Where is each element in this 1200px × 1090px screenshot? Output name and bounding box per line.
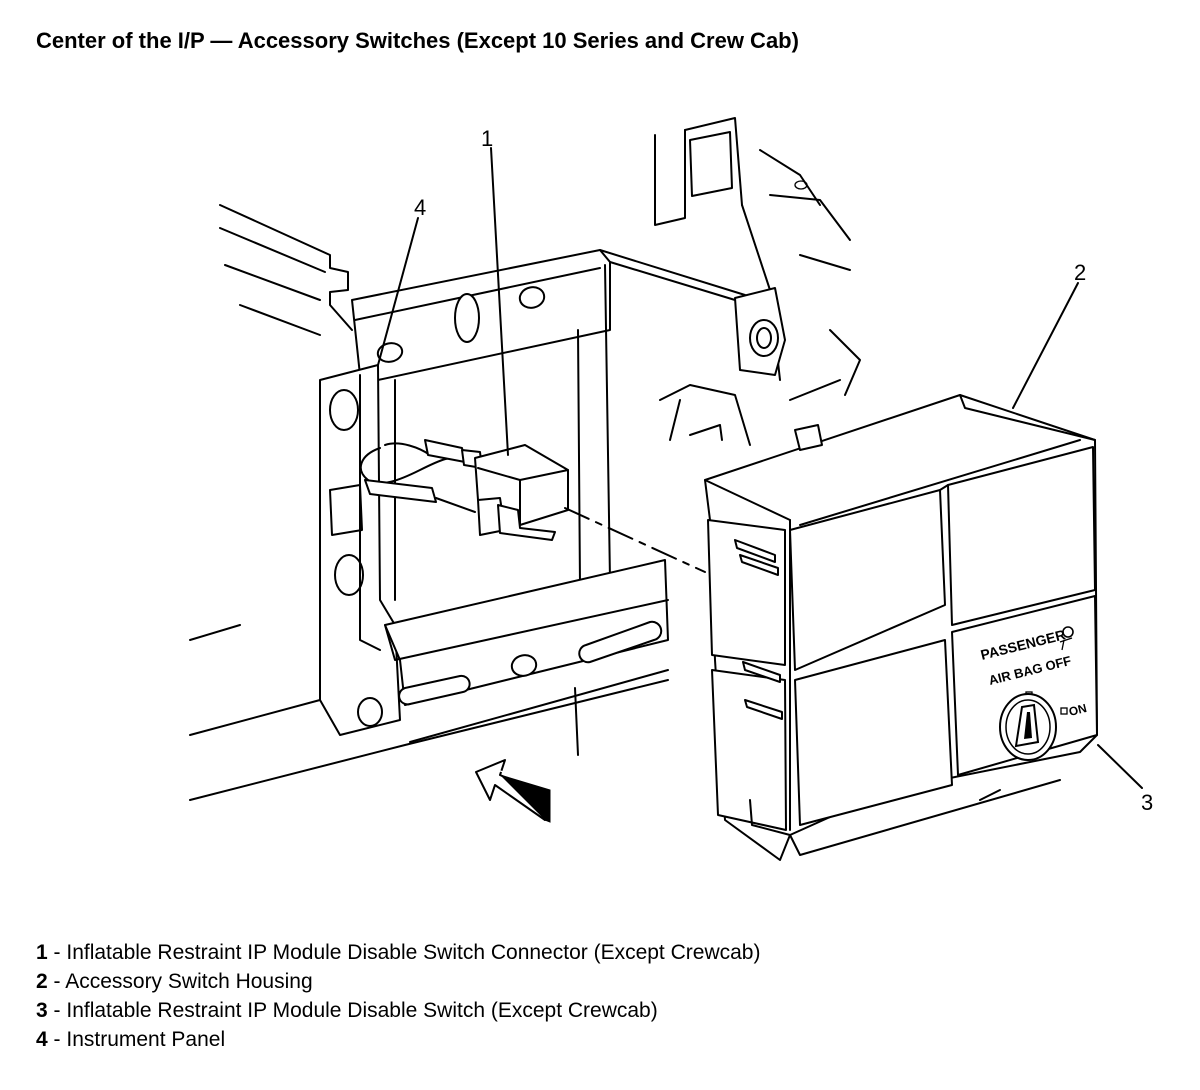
passenger-airbag-disable-switch: PASSENGER AIR BAG OFF ON [951,595,1098,776]
key-lock-cylinder-icon [999,693,1057,761]
legend-item: 3 - Inflatable Restraint IP Module Disab… [36,999,658,1022]
disable-switch-connector [359,439,569,541]
callout-1: 1 [481,126,493,151]
leader-line-1 [490,147,509,456]
on-indicator-icon [1060,707,1068,715]
leader-line-4 [377,217,419,366]
switch-label-on: ON [1067,701,1088,719]
callout-4: 4 [414,195,426,220]
legend-item: 1 - Inflatable Restraint IP Module Disab… [36,941,761,964]
callout-3: 3 [1141,790,1153,815]
installation-direction-arrow-icon [475,759,551,823]
leader-line-3 [1097,744,1143,789]
legend-item: 2 - Accessory Switch Housing [36,970,313,993]
callout-2: 2 [1074,260,1086,285]
diagram-title: Center of the I/P — Accessory Switches (… [36,28,799,53]
alignment-line [564,507,706,573]
legend: 1 - Inflatable Restraint IP Module Disab… [36,938,760,1054]
airbag-symbol-icon [1059,626,1074,651]
leader-line-2 [1012,282,1079,409]
background-bracket [654,117,861,446]
legend-item: 4 - Instrument Panel [36,1028,226,1051]
instrument-panel [189,204,786,801]
